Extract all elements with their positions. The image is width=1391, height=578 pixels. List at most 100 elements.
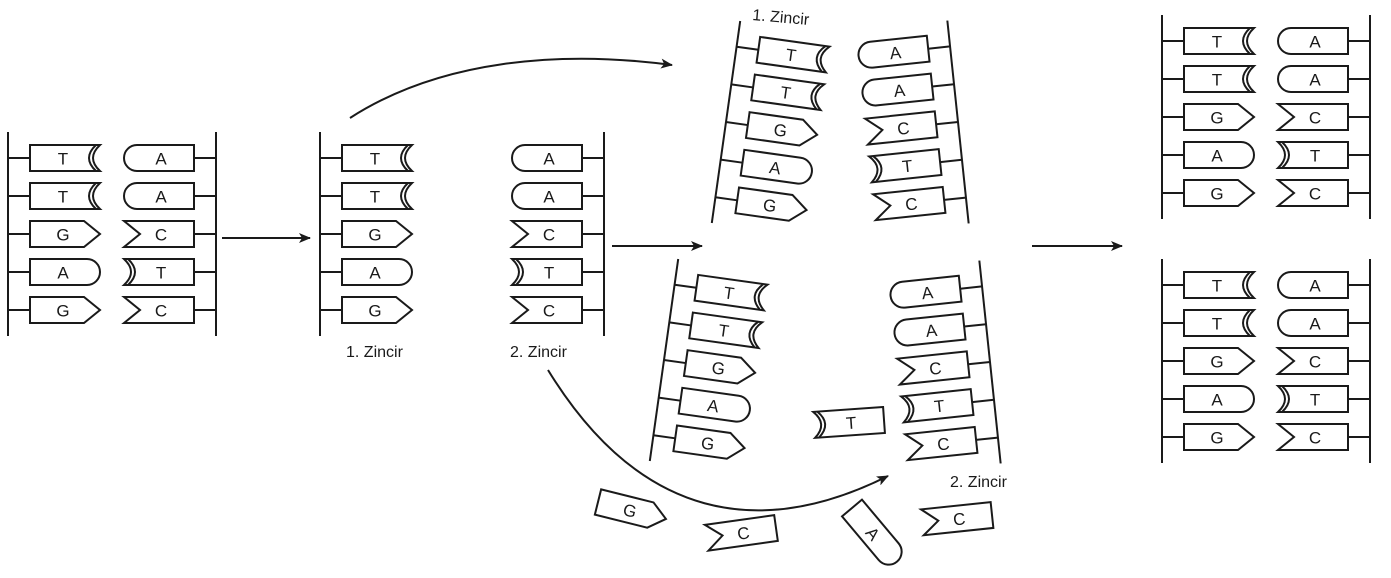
nucleotide-letter: G	[1210, 185, 1223, 204]
right-nucleotide-c: C	[1275, 423, 1349, 451]
left-nucleotide-t: T	[29, 144, 103, 172]
nucleotide-letter: G	[1210, 109, 1223, 128]
left-nucleotide-g: G	[1183, 103, 1256, 131]
left-nucleotide-t: T	[1183, 65, 1257, 93]
right-nucleotide-a: A	[1277, 27, 1349, 55]
left-nucleotide-t: T	[1183, 27, 1257, 55]
nucleotide-c: C	[862, 110, 939, 146]
nucleotide-a: A	[857, 34, 931, 69]
nucleotide-letter: A	[369, 264, 381, 283]
nucleotide-letter: G	[1210, 429, 1223, 448]
nucleotide-letter: G	[772, 120, 788, 141]
nucleotide-letter: C	[1309, 353, 1321, 372]
free-nucleotide-t: T	[810, 405, 886, 440]
right-nucleotide-c: C	[1275, 103, 1349, 131]
nucleotide-letter: T	[845, 413, 857, 433]
left-nucleotide-g: G	[29, 220, 102, 248]
nucleotide-letter: T	[933, 397, 945, 417]
nucleotide-letter: A	[155, 150, 167, 169]
sugar-phosphate-backbone	[1161, 259, 1184, 463]
nucleotide-a: A	[511, 144, 583, 172]
nucleotide-letter: A	[893, 81, 907, 101]
nucleotide-t: T	[509, 258, 583, 286]
replicating-top-label: 1. Zincir	[752, 7, 811, 29]
nucleotide-letter: T	[1310, 391, 1320, 410]
nucleotide-letter: A	[925, 321, 939, 341]
nucleotide-letter: T	[156, 264, 166, 283]
nucleotide-letter: A	[921, 283, 935, 303]
nucleotide-a: A	[511, 182, 583, 210]
nucleotide-letter: C	[904, 194, 918, 214]
right-nucleotide-c: C	[121, 296, 195, 324]
free-nucleotide-g: G	[593, 488, 668, 529]
right-nucleotide-c: C	[1275, 179, 1349, 207]
nucleotide-letter: A	[1309, 71, 1321, 90]
replicating-bottom-label: 2. Zincir	[950, 474, 1008, 491]
nucleotide-letter: C	[155, 302, 167, 321]
nucleotide-letter: C	[1309, 185, 1321, 204]
left-nucleotide-g: G	[1183, 423, 1256, 451]
nucleotide-a: A	[677, 386, 751, 423]
sugar-phosphate-backbone	[582, 132, 605, 336]
nucleotide-c: C	[902, 425, 979, 462]
left-nucleotide-t: T	[29, 182, 103, 210]
nucleotide-letter: G	[710, 358, 726, 379]
nucleotide-t: T	[898, 388, 975, 424]
sugar-phosphate-backbone	[710, 20, 759, 224]
nucleotide-t: T	[341, 144, 415, 172]
free-nucleotide-a: A	[840, 498, 903, 566]
nucleotide-letter: A	[706, 396, 721, 416]
right-nucleotide-a: A	[1277, 65, 1349, 93]
arrow-to-strand-1-copy	[349, 57, 673, 119]
nucleotide-letter: C	[952, 509, 966, 529]
nucleotide-a: A	[889, 274, 963, 309]
nucleotide-t: T	[341, 182, 415, 210]
nucleotide-letter: C	[928, 359, 942, 379]
strand-2-label: 2. Zincir	[510, 344, 568, 361]
sugar-phosphate-backbone	[648, 258, 697, 462]
nucleotide-g: G	[734, 186, 809, 222]
sugar-phosphate-backbone	[319, 132, 342, 336]
free-nucleotide-c: C	[701, 513, 779, 552]
nucleotide-g: G	[341, 220, 414, 248]
nucleotide-letter: T	[779, 83, 792, 103]
left-nucleotide-g: G	[1183, 179, 1256, 207]
right-nucleotide-t: T	[1275, 141, 1349, 169]
nucleotide-a: A	[341, 258, 413, 286]
nucleotide-a: A	[893, 312, 967, 347]
nucleotide-letter: A	[1211, 391, 1223, 410]
left-nucleotide-t: T	[1183, 271, 1257, 299]
left-nucleotide-g: G	[29, 296, 102, 324]
nucleotide-g: G	[672, 424, 747, 460]
nucleotide-g: G	[341, 296, 414, 324]
right-nucleotide-c: C	[1275, 347, 1349, 375]
nucleotide-letter: G	[56, 302, 69, 321]
nucleotide-letter: T	[1212, 71, 1222, 90]
left-nucleotide-a: A	[1183, 385, 1255, 413]
nucleotide-letter: A	[543, 188, 555, 207]
sugar-phosphate-backbone	[1161, 15, 1184, 219]
right-nucleotide-c: C	[121, 220, 195, 248]
nucleotide-a: A	[861, 72, 935, 107]
nucleotide-letter: G	[762, 196, 778, 217]
nucleotide-letter: A	[1309, 277, 1321, 296]
left-nucleotide-g: G	[1183, 347, 1256, 375]
right-nucleotide-a: A	[1277, 271, 1349, 299]
sugar-phosphate-backbone	[194, 132, 217, 336]
nucleotide-letter: T	[1212, 277, 1222, 296]
nucleotide-c: C	[509, 296, 583, 324]
nucleotide-letter: C	[155, 226, 167, 245]
nucleotide-t: T	[755, 35, 833, 74]
nucleotide-c: C	[894, 350, 971, 386]
nucleotide-letter: G	[368, 302, 381, 321]
arrow-to-strand-2-copy	[547, 369, 889, 512]
nucleotide-letter: T	[370, 150, 380, 169]
nucleotide-letter: C	[1309, 429, 1321, 448]
nucleotide-a: A	[739, 148, 813, 185]
